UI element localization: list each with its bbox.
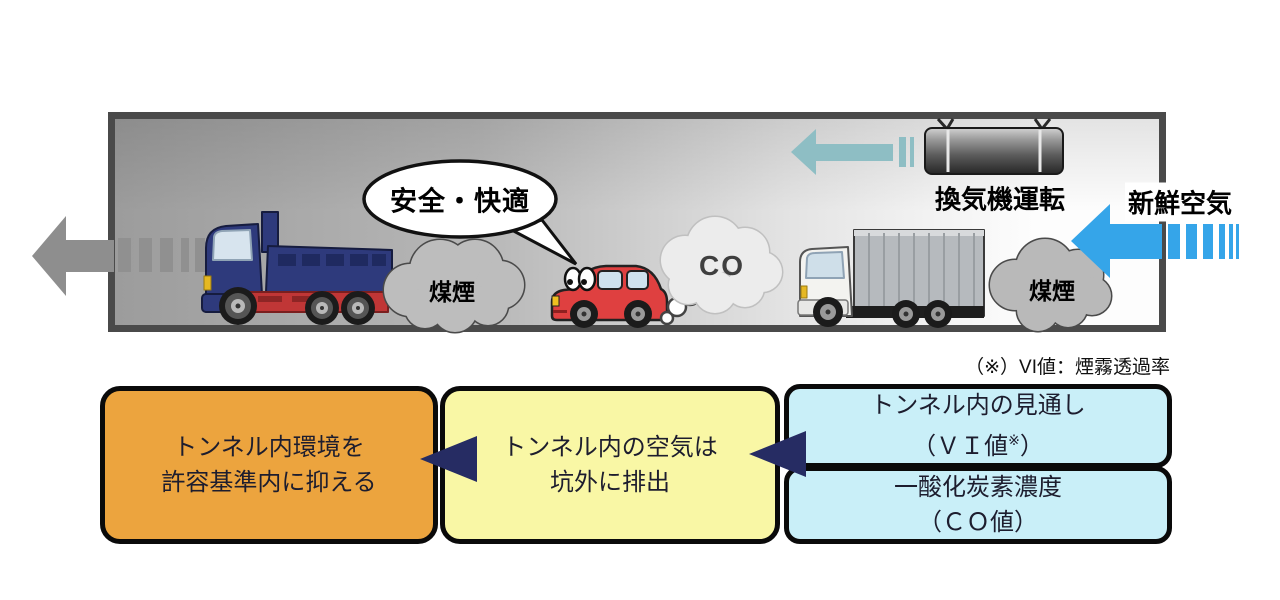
soot-label-left: 煤煙 [429, 279, 475, 305]
dump-truck-wheels [219, 287, 375, 325]
flow-arrow-right-icon [749, 431, 806, 477]
exhaust-box-line2: 坑外に排出 [550, 469, 670, 496]
flow-arrow-left-icon [420, 436, 477, 482]
soot-cloud-left-icon [382, 238, 526, 334]
visibility-box-line2: （ＶＩ値※） [912, 423, 1044, 464]
exhaust-box: トンネル内の空気は 坑外に排出 [440, 386, 780, 544]
exhaust-box-line1: トンネル内の空気は [502, 434, 718, 461]
exhaust-exit-arrow-icon [32, 216, 216, 296]
soot-label-right: 煤煙 [1029, 278, 1075, 304]
visibility-box-line2-prefix: （ＶＩ値 [912, 433, 1009, 460]
visibility-box-line2-suffix: ） [1019, 433, 1044, 460]
vi-footnote: （※）VI値：煙霧透過率 [965, 357, 1170, 378]
result-box-line2: 許容基準内に抑える [161, 469, 377, 496]
co-label: CO [699, 250, 745, 281]
box-truck-icon [797, 229, 985, 328]
fresh-air-arrow-icon [1071, 204, 1239, 278]
result-box-line1: トンネル内環境を [173, 434, 365, 461]
visibility-box-footnote-mark: ※ [1008, 432, 1020, 448]
visibility-measure-box: トンネル内の見通し （ＶＩ値※） [784, 384, 1172, 468]
car-eyes [563, 266, 597, 292]
fan-operation-label: 換気機運転 [934, 184, 1066, 215]
fresh-air-label: 新鮮空気 [1124, 182, 1236, 222]
ventilation-fan-icon [924, 117, 1064, 175]
dump-truck-icon [201, 211, 393, 325]
speech-bubble [362, 159, 578, 266]
co-box-line1: 一酸化炭素濃度 [894, 474, 1062, 501]
fan-airflow-arrow-icon [791, 129, 914, 175]
visibility-box-line1: トンネル内の見通し [870, 392, 1086, 419]
red-car-icon [550, 264, 669, 328]
co-box-line2: （ＣＯ値） [918, 509, 1038, 536]
co-measure-box: 一酸化炭素濃度 （ＣＯ値） [784, 466, 1172, 544]
soot-cloud-right-icon [988, 237, 1113, 333]
co-cloud-icon [659, 215, 784, 315]
speech-bubble-label: 安全・快適 [390, 186, 530, 217]
